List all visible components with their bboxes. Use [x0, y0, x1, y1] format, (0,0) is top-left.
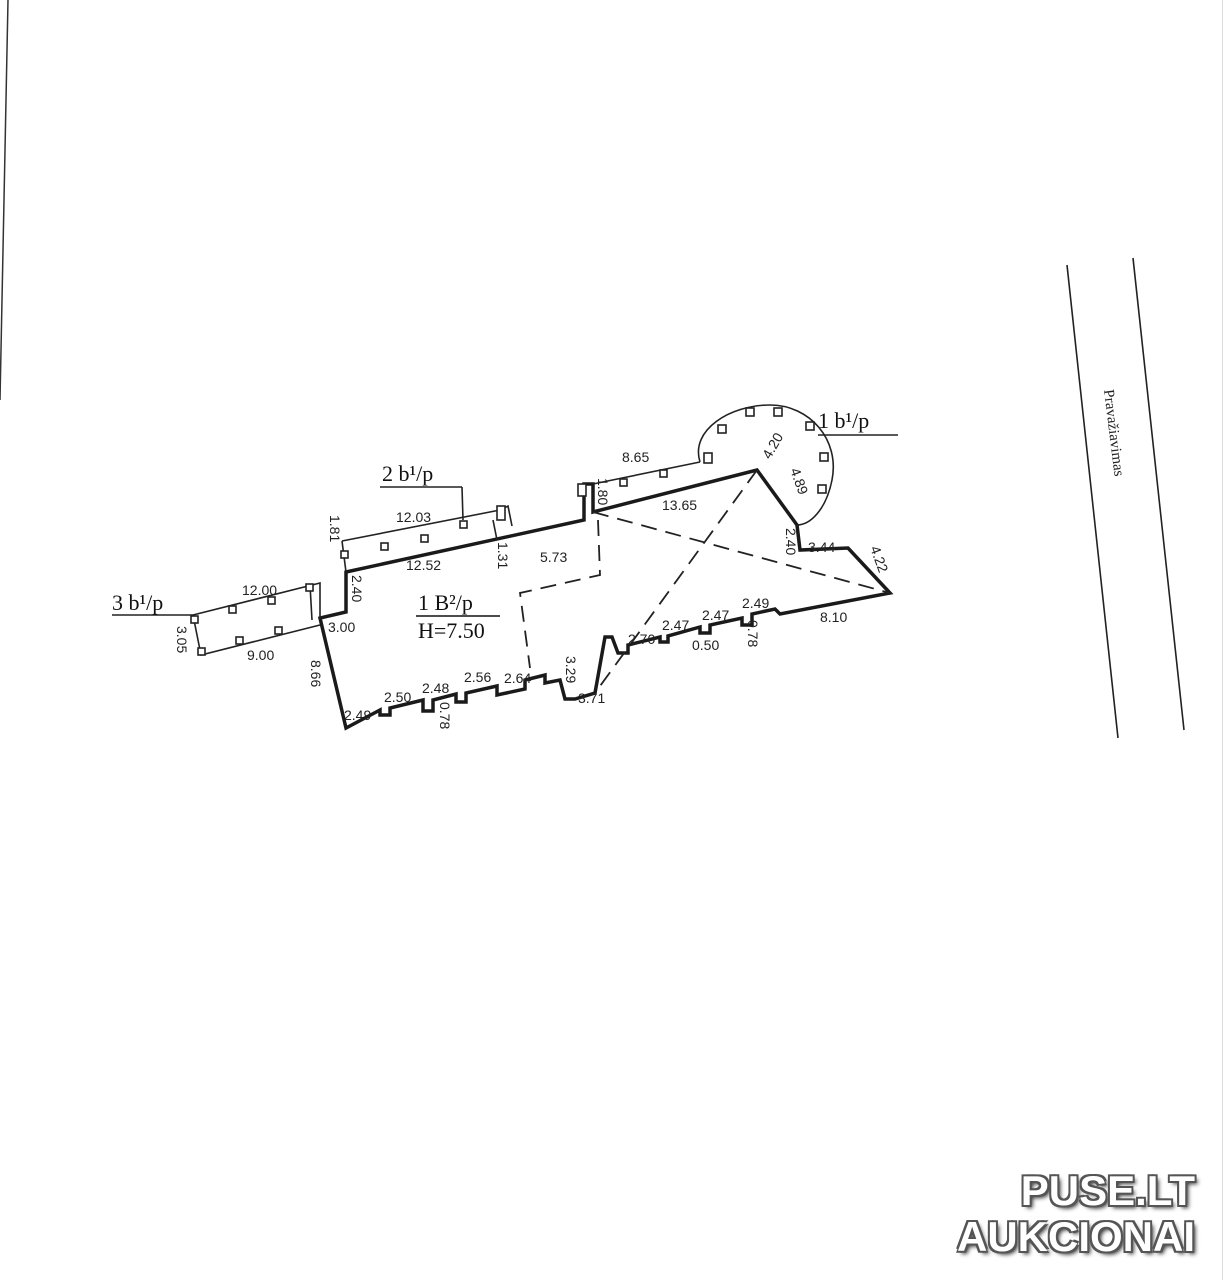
dim-label: 2.49 [344, 707, 371, 723]
dim-label: 3.29 [563, 656, 579, 683]
dim-label: 2.47 [662, 617, 689, 633]
dim-label: 1.80 [595, 478, 611, 505]
dim-label: 2.49 [742, 595, 769, 611]
dim-label: 13.65 [662, 497, 697, 513]
dim-label: 4.89 [787, 466, 811, 497]
dim-label: 2.64 [504, 670, 531, 686]
dim-label: 3.44 [808, 539, 835, 555]
road-label: Pravažiavimas [1100, 389, 1127, 478]
dim-label: 12.52 [406, 557, 441, 573]
page-border-line [0, 0, 9, 401]
dim-label: 0.50 [692, 637, 719, 653]
leader-annex-2-drop [461, 486, 464, 521]
dim-label: 2.40 [349, 575, 365, 602]
dim-label: 1.31 [495, 542, 511, 569]
dim-label: 0.78 [437, 702, 453, 729]
main-building-height: H=7.50 [418, 618, 485, 643]
watermark-line-2: AUKCIONAI [957, 1213, 1195, 1260]
dim-label: 1.81 [327, 515, 343, 542]
annex-1-rotunda [697, 404, 835, 526]
dim-label: 4.20 [759, 430, 787, 462]
annex-3-label: 3 b¹/p [112, 590, 163, 615]
watermark: PUSE.LT AUKCIONAI [957, 1168, 1195, 1260]
dim-label: 2.56 [464, 669, 491, 685]
annex-1-link [592, 461, 701, 485]
road-edge-left [1066, 264, 1119, 739]
columns [190, 407, 829, 656]
dim-label: 12.03 [396, 509, 431, 525]
dim-label: 8.65 [622, 449, 649, 465]
dim-label: 2.47 [702, 607, 729, 623]
main-building-label: 1 B²/p [418, 590, 473, 615]
dim-label: 8.66 [308, 660, 324, 687]
dim-label: 2.48 [422, 680, 449, 696]
dim-label: 12.00 [242, 582, 277, 598]
dimension-labels: 8.65 4.20 4.89 13.65 1.80 12.03 1.81 12.… [174, 430, 892, 730]
dim-label: 3.00 [328, 619, 355, 635]
watermark-line-1: PUSE.LT [1020, 1167, 1195, 1214]
dim-label: 9.00 [247, 647, 274, 663]
internal-dashed-lines [518, 469, 891, 694]
dim-label: 2.50 [384, 689, 411, 705]
road-edge-right [1132, 257, 1185, 731]
annex-2-label: 2 b¹/p [382, 461, 433, 486]
dim-label: 3.05 [174, 626, 190, 653]
dim-label: 8.10 [820, 609, 847, 625]
annex-1-label: 1 b¹/p [818, 408, 869, 433]
dim-label: 5.73 [540, 549, 567, 565]
dim-label: 2.40 [783, 528, 799, 555]
dim-label: 0.78 [745, 620, 761, 647]
dim-label: 3.71 [578, 690, 605, 706]
dim-label: 2.70 [628, 631, 655, 647]
